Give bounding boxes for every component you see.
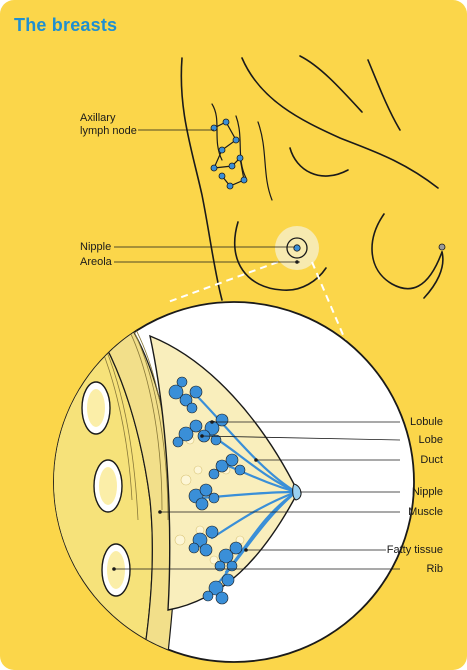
lymph-node-dot xyxy=(240,176,248,184)
ribs xyxy=(81,381,131,597)
body-outline xyxy=(180,55,444,301)
upper-leader-lines xyxy=(114,129,300,263)
label-lobe: Lobe xyxy=(419,434,443,446)
labels: Axillary lymph node Nipple Areola Lobule… xyxy=(80,112,443,575)
label-lobule: Lobule xyxy=(410,416,443,428)
label-fatty-tissue: Fatty tissue xyxy=(387,544,443,556)
left-breast-outline xyxy=(233,221,327,291)
inner-nipple xyxy=(292,483,302,501)
zoom-guide-left xyxy=(167,261,279,303)
right-breast-outline xyxy=(371,213,443,290)
lymph-nodes xyxy=(210,118,248,190)
label-axillary-line2: lymph node xyxy=(80,125,137,137)
lower-leader-lines xyxy=(112,260,401,571)
label-nipple-inner: Nipple xyxy=(412,486,443,498)
armpit-fold xyxy=(289,147,349,177)
label-muscle: Muscle xyxy=(408,506,443,518)
label-nipple-outer: Nipple xyxy=(80,241,111,253)
left-torso-edge xyxy=(180,57,223,301)
label-duct: Duct xyxy=(420,454,443,466)
right-nipple-dot xyxy=(438,243,446,251)
lymph-node-dot xyxy=(228,162,236,170)
lymph-node-dot xyxy=(218,172,226,180)
rib-2-core xyxy=(99,467,117,505)
label-areola: Areola xyxy=(80,256,113,268)
armpit-hair-2 xyxy=(235,115,247,179)
lymph-vessel-lines xyxy=(213,121,245,187)
lobules xyxy=(168,376,246,605)
lymph-node-dot xyxy=(222,118,230,126)
page-title: The breasts xyxy=(14,15,118,35)
armpit-hair-3 xyxy=(257,121,273,201)
lymph-node-dot xyxy=(232,136,240,144)
rib-3-core xyxy=(107,551,125,589)
lymph-node-dot xyxy=(210,124,218,132)
areola-ring xyxy=(286,237,308,259)
nipple-dot xyxy=(293,244,301,252)
outer-areola-group xyxy=(275,226,446,270)
rib-1-core xyxy=(87,389,105,427)
right-breast-lower xyxy=(423,251,444,299)
label-rib: Rib xyxy=(426,563,443,575)
label-axillary-line1: Axillary xyxy=(80,112,116,124)
shoulder-line xyxy=(299,55,363,113)
collar-line xyxy=(367,59,401,131)
arm-line xyxy=(241,57,439,189)
lymph-node-dot xyxy=(226,182,234,190)
lymph-node-dot xyxy=(218,146,226,154)
lymph-node-dot xyxy=(210,164,218,172)
lobe-leader xyxy=(201,435,401,441)
lymph-node-dot xyxy=(236,154,244,162)
